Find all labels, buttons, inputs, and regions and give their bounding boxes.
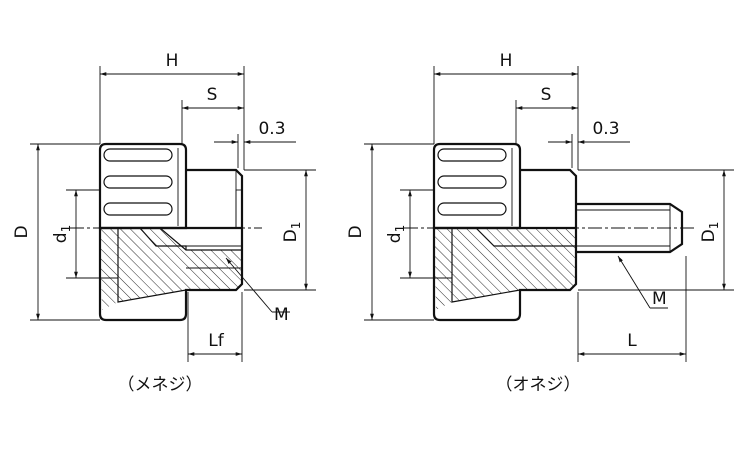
caption-male: （オネジ） bbox=[496, 375, 581, 395]
dim-gap-label: 0.3 bbox=[258, 119, 285, 139]
dim-gap-label-r: 0.3 bbox=[592, 119, 619, 139]
tapped-hole bbox=[139, 227, 187, 250]
section-outline-r bbox=[432, 226, 578, 322]
caption-female: （メネジ） bbox=[118, 375, 203, 395]
dim-S-label-r: S bbox=[541, 85, 552, 105]
shank-upper bbox=[186, 168, 244, 228]
section-inner-r bbox=[475, 227, 576, 247]
dim-D-label-r: D bbox=[346, 225, 366, 238]
dim-Lf-label: Lf bbox=[208, 331, 224, 351]
knurl-grooves bbox=[103, 148, 179, 226]
dim-M-label-r: M bbox=[652, 289, 667, 309]
dim-d1-label: d1 bbox=[51, 225, 73, 243]
dim-H-label-r: H bbox=[500, 51, 513, 71]
male-thread-view: H S 0.3 D d1 D1 M L （オネジ） bbox=[346, 51, 734, 395]
dim-D1-label: D1 bbox=[281, 222, 303, 243]
section-outline bbox=[98, 226, 244, 322]
dim-H-label: H bbox=[166, 51, 179, 71]
knurl-grooves-r bbox=[437, 148, 513, 226]
dim-D-label: D bbox=[12, 225, 32, 238]
knurled-head-upper-r bbox=[432, 142, 522, 230]
shank-upper-r bbox=[520, 168, 578, 228]
knurled-head-upper bbox=[98, 142, 188, 230]
dim-L-label: L bbox=[627, 331, 637, 351]
dim-d1-label-r: d1 bbox=[385, 225, 407, 243]
section-hatch bbox=[117, 227, 243, 303]
dim-S-label: S bbox=[207, 85, 218, 105]
dim-M-label: M bbox=[274, 305, 289, 325]
dim-D1-label-r: D1 bbox=[699, 222, 721, 243]
female-thread-view: H S 0.3 D d1 D1 M Lf （メネジ） bbox=[12, 51, 316, 395]
